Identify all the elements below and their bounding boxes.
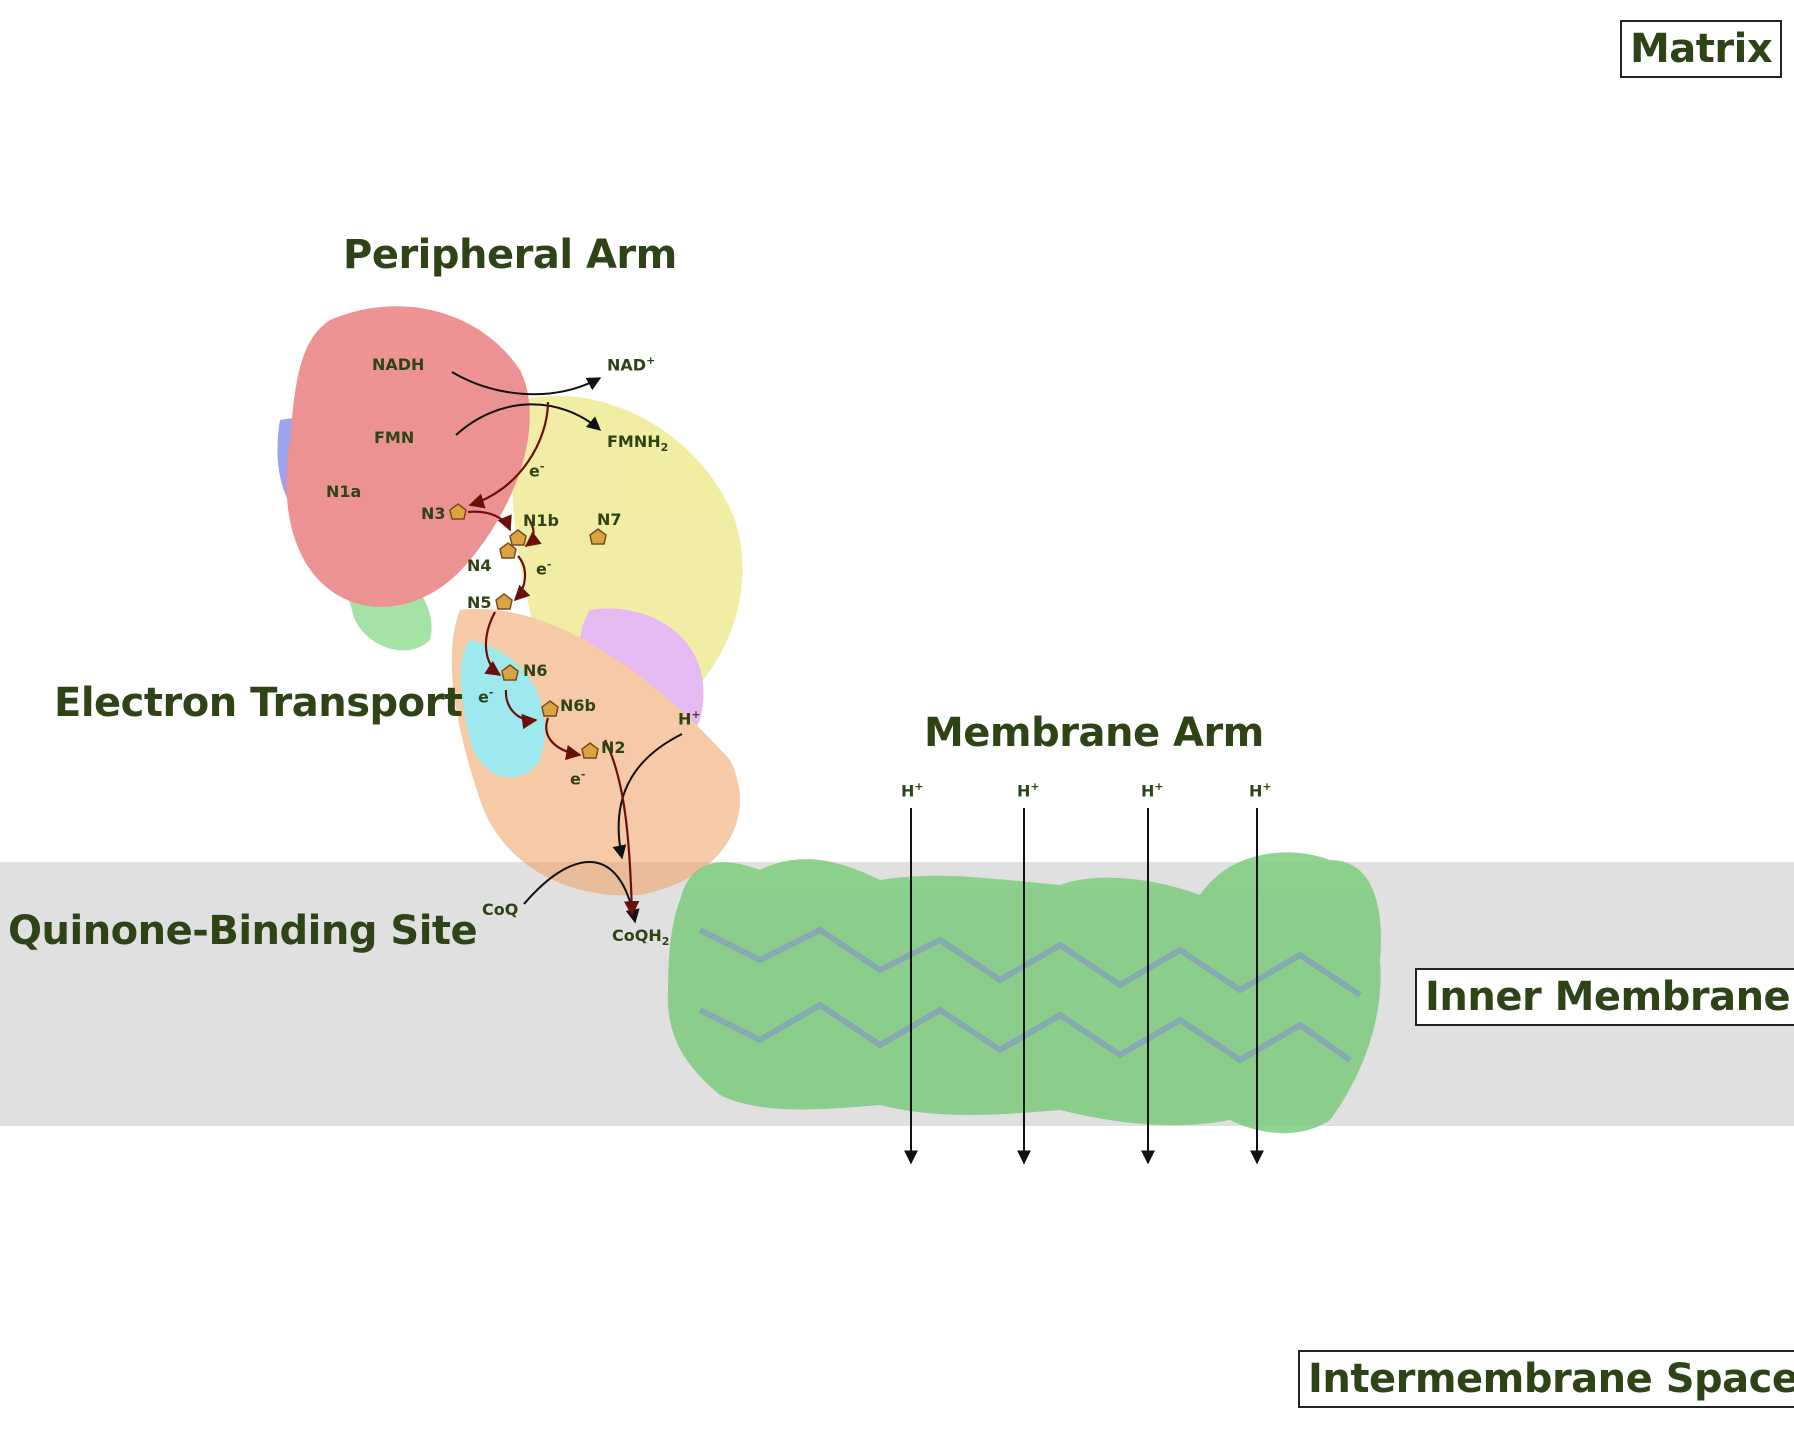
cluster-label-n4: N4 bbox=[467, 556, 492, 575]
electron-arrow-7 bbox=[545, 717, 582, 761]
cluster-n6 bbox=[501, 664, 519, 681]
cluster-n3 bbox=[449, 503, 467, 520]
electron-arrow-1 bbox=[468, 401, 550, 509]
proton-label-channel-3: H+ bbox=[1141, 780, 1164, 801]
cluster-n1b bbox=[509, 529, 527, 546]
nad-label: NAD+ bbox=[607, 354, 656, 375]
electron-label-1: e- bbox=[529, 460, 545, 481]
matrix-label: Matrix bbox=[1620, 20, 1783, 78]
electron-label-3: e- bbox=[478, 686, 494, 707]
cluster-label-n6: N6 bbox=[523, 661, 548, 680]
cluster-label-n6b: N6b bbox=[560, 696, 596, 715]
coq-label: CoQ bbox=[482, 900, 519, 919]
nadh-arrow bbox=[451, 371, 602, 396]
electron-arrow-2 bbox=[467, 510, 512, 532]
cluster-label-n1a: N1a bbox=[326, 482, 362, 501]
cluster-label-n3: N3 bbox=[421, 504, 446, 523]
proton-label-channel-2: H+ bbox=[1017, 780, 1040, 801]
intermembrane-space-label: Intermembrane Space bbox=[1298, 1350, 1794, 1408]
electron-arrow-5 bbox=[484, 611, 502, 676]
nadh-label: NADH bbox=[372, 355, 425, 374]
electron-arrow-4 bbox=[513, 555, 531, 602]
cluster-label-n7: N7 bbox=[597, 510, 622, 529]
quinone-binding-site-title: Quinone-Binding Site bbox=[8, 908, 478, 954]
electron-transport-title: Electron Transport bbox=[54, 680, 463, 726]
membrane-arm-texture bbox=[698, 926, 1362, 1064]
membrane-arm-title: Membrane Arm bbox=[924, 710, 1264, 756]
fmn-label: FMN bbox=[374, 428, 415, 447]
fmn-arrow bbox=[455, 403, 602, 436]
electron-arrow-6 bbox=[504, 689, 538, 730]
electron-arrow-8 bbox=[604, 739, 640, 917]
cluster-n5 bbox=[495, 593, 513, 610]
cluster-n6b bbox=[541, 700, 559, 717]
proton-label-channel-4: H+ bbox=[1249, 780, 1272, 801]
cluster-n4 bbox=[499, 542, 517, 559]
peripheral-arm-title: Peripheral Arm bbox=[343, 232, 677, 278]
electron-arrow-3 bbox=[524, 521, 542, 547]
coq-arrow bbox=[523, 861, 640, 924]
coqh2-label: CoQH2 bbox=[612, 926, 670, 949]
proton-label-channel-1: H+ bbox=[901, 780, 924, 801]
cluster-n7 bbox=[589, 528, 607, 545]
proton-entry-arrow bbox=[612, 733, 683, 860]
cluster-label-n1b: N1b bbox=[523, 511, 559, 530]
cluster-n2 bbox=[581, 742, 599, 759]
electron-label-2: e- bbox=[536, 558, 552, 579]
fmnh2-label: FMNH2 bbox=[607, 432, 669, 455]
cluster-label-n5: N5 bbox=[467, 593, 492, 612]
cluster-label-n2: N2 bbox=[601, 738, 626, 757]
electron-label-4: e- bbox=[570, 768, 586, 789]
subunit-red bbox=[286, 306, 530, 607]
inner-membrane-label: Inner Membrane bbox=[1415, 968, 1794, 1026]
subunit-cyan bbox=[460, 640, 546, 778]
proton-label-entry: H+ bbox=[678, 708, 701, 729]
